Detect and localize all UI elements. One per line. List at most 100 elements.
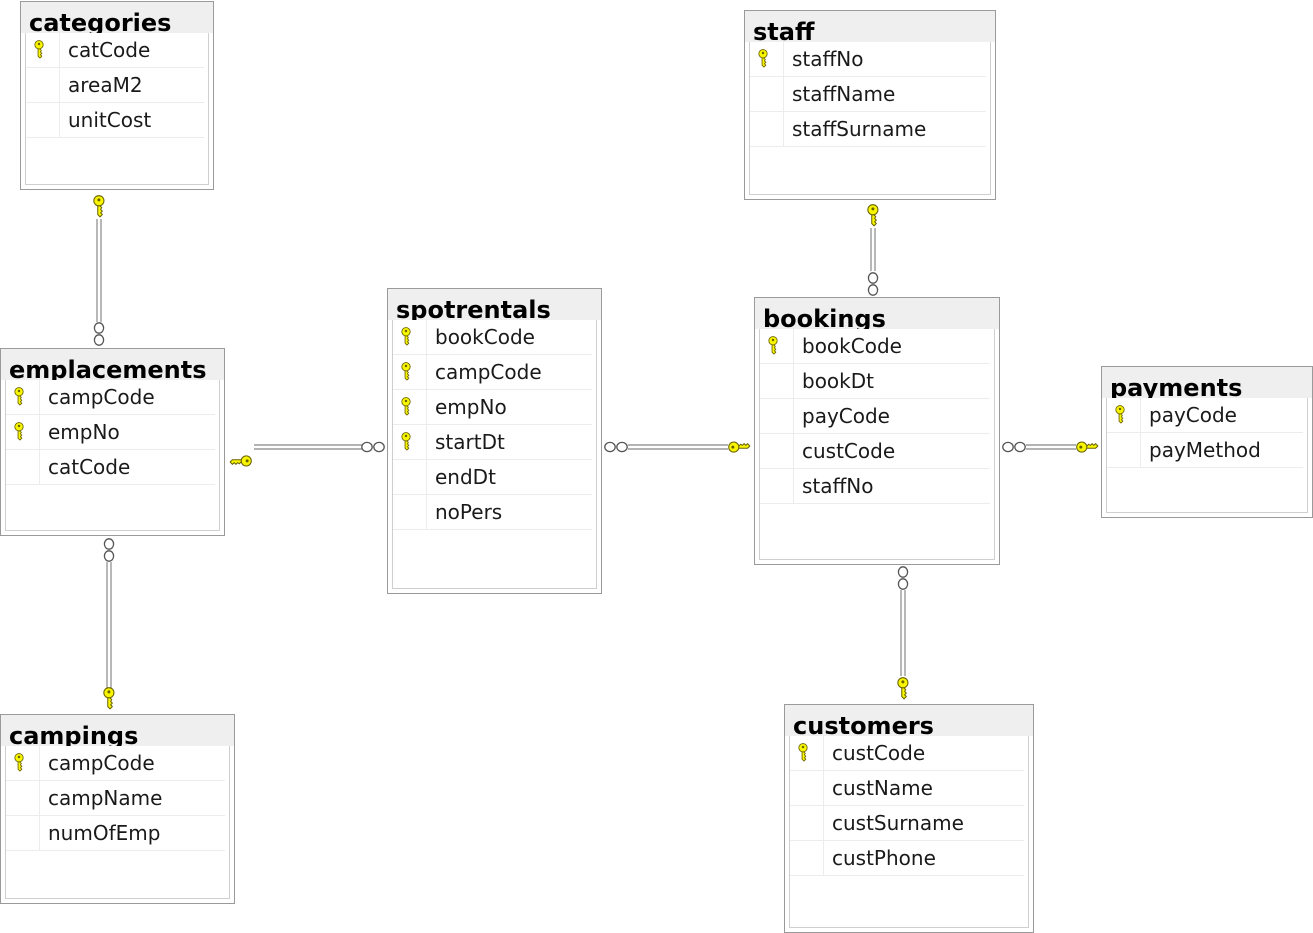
- column-row[interactable]: payMethod: [1107, 433, 1303, 468]
- primary-key-icon: [1115, 405, 1125, 424]
- column-name: staffNo: [802, 474, 874, 498]
- key-cell: [760, 399, 794, 433]
- key-cell: [393, 460, 427, 494]
- column-name: campName: [48, 786, 163, 810]
- column-list: bookCode bookDt payCode custCode staffNo: [759, 329, 995, 560]
- column-list: campCode campName numOfEmp: [5, 746, 230, 899]
- relationship-one-key-icon: [93, 195, 105, 218]
- column-row[interactable]: custSurname: [790, 806, 1024, 841]
- table-staff[interactable]: staff staffNo staffName staffSurname: [744, 10, 996, 200]
- primary-key-icon: [758, 49, 768, 68]
- column-row[interactable]: empNo: [6, 415, 215, 450]
- relationship-payments-bookings[interactable]: [1002, 441, 1099, 453]
- table-campings[interactable]: campings campCode campName numOfEmp: [0, 714, 235, 904]
- column-row[interactable]: custCode: [790, 736, 1024, 771]
- key-cell: [6, 450, 40, 484]
- relationship-customers-bookings[interactable]: [897, 566, 909, 700]
- column-row[interactable]: custCode: [760, 434, 990, 469]
- table-title[interactable]: campings: [1, 715, 234, 746]
- column-row[interactable]: catCode: [6, 450, 215, 485]
- column-row[interactable]: custName: [790, 771, 1024, 806]
- column-row[interactable]: campCode: [6, 380, 215, 415]
- table-title[interactable]: payments: [1102, 367, 1312, 398]
- column-row[interactable]: numOfEmp: [6, 816, 225, 851]
- column-list: campCode empNo catCode: [5, 380, 220, 531]
- primary-key-icon: [768, 336, 778, 355]
- primary-key-icon: [401, 327, 411, 346]
- column-row[interactable]: startDt: [393, 425, 592, 460]
- column-list: staffNo staffName staffSurname: [749, 42, 991, 195]
- primary-key-icon: [401, 397, 411, 416]
- table-emplacements[interactable]: emplacements campCode empNo catCode: [0, 348, 225, 536]
- relationship-many-infinity-icon: [103, 538, 115, 562]
- column-row[interactable]: unitCost: [26, 103, 204, 138]
- relationship-one-key-icon: [728, 441, 751, 453]
- relationship-emplacements-spotrentals[interactable]: [229, 441, 385, 467]
- column-row[interactable]: custPhone: [790, 841, 1024, 876]
- column-row[interactable]: bookCode: [760, 329, 990, 364]
- column-row[interactable]: payCode: [760, 399, 990, 434]
- column-name: staffName: [792, 82, 896, 106]
- key-cell: [26, 33, 60, 67]
- column-row[interactable]: noPers: [393, 495, 592, 530]
- table-title[interactable]: emplacements: [1, 349, 224, 380]
- column-row[interactable]: campName: [6, 781, 225, 816]
- column-name: custName: [832, 776, 933, 800]
- column-row[interactable]: bookCode: [393, 320, 592, 355]
- column-name: custPhone: [832, 846, 936, 870]
- table-bookings[interactable]: bookings bookCode bookDt payCode custCode st…: [754, 297, 1000, 565]
- table-title[interactable]: categories: [21, 2, 213, 33]
- column-row[interactable]: endDt: [393, 460, 592, 495]
- column-name: bookCode: [802, 334, 902, 358]
- key-cell: [790, 841, 824, 875]
- table-title[interactable]: bookings: [755, 298, 999, 329]
- key-cell: [393, 425, 427, 459]
- column-row[interactable]: campCode: [393, 355, 592, 390]
- table-title[interactable]: staff: [745, 11, 995, 42]
- table-title[interactable]: customers: [785, 705, 1033, 736]
- column-name: empNo: [48, 420, 120, 444]
- relationship-categories-emplacements[interactable]: [93, 195, 105, 346]
- column-list: custCode custName custSurname custPhone: [789, 736, 1029, 928]
- column-row[interactable]: bookDt: [760, 364, 990, 399]
- table-title[interactable]: spotrentals: [388, 289, 601, 320]
- primary-key-icon: [798, 743, 808, 762]
- key-cell: [6, 816, 40, 850]
- relationship-staff-bookings[interactable]: [867, 204, 879, 296]
- key-cell: [393, 355, 427, 389]
- column-name: unitCost: [68, 108, 152, 132]
- column-name: numOfEmp: [48, 821, 161, 845]
- column-name: staffNo: [792, 47, 864, 71]
- key-cell: [1107, 433, 1141, 467]
- column-row[interactable]: catCode: [26, 33, 204, 68]
- column-name: custSurname: [832, 811, 964, 835]
- relationship-many-infinity-icon: [361, 441, 385, 453]
- column-row[interactable]: payCode: [1107, 398, 1303, 433]
- relationship-campings-emplacements[interactable]: [103, 538, 115, 710]
- table-categories[interactable]: categories catCode areaM2 unitCost: [20, 1, 214, 190]
- column-name: custCode: [832, 741, 926, 765]
- primary-key-icon: [34, 40, 44, 59]
- column-name: areaM2: [68, 73, 143, 97]
- column-row[interactable]: staffSurname: [750, 112, 986, 147]
- key-cell: [6, 781, 40, 815]
- key-cell: [6, 380, 40, 414]
- column-name: noPers: [435, 500, 503, 524]
- relationship-one-key-icon: [867, 204, 879, 227]
- column-name: payCode: [802, 404, 890, 428]
- column-row[interactable]: campCode: [6, 746, 225, 781]
- primary-key-icon: [14, 753, 24, 772]
- relationship-bookings-spotrentals[interactable]: [604, 441, 751, 453]
- column-row[interactable]: staffNo: [760, 469, 990, 504]
- column-row[interactable]: areaM2: [26, 68, 204, 103]
- column-name: campCode: [48, 385, 155, 409]
- column-row[interactable]: empNo: [393, 390, 592, 425]
- column-row[interactable]: staffName: [750, 77, 986, 112]
- relationship-many-infinity-icon: [93, 322, 105, 346]
- column-name: empNo: [435, 395, 507, 419]
- column-row[interactable]: staffNo: [750, 42, 986, 77]
